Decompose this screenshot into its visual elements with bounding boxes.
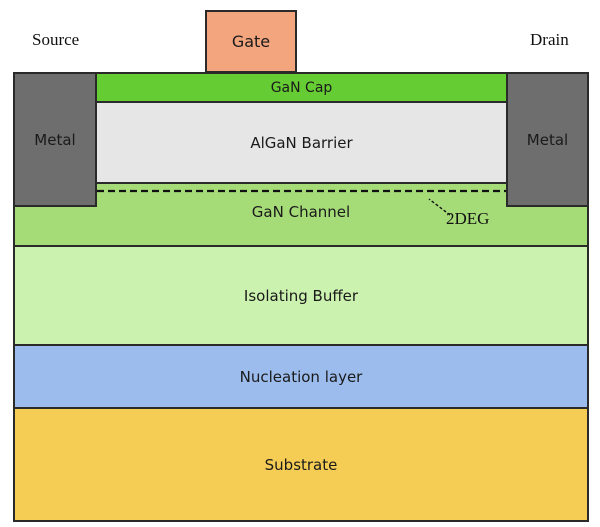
substrate-layer: Substrate (13, 407, 589, 522)
substrate-label: Substrate (264, 455, 338, 474)
gate-label: Gate (231, 32, 271, 51)
twodeg-label: 2DEG (446, 209, 490, 228)
cap-label: GaN Cap (270, 79, 333, 96)
nucleation-label: Nucleation layer (239, 367, 363, 386)
metal-contact-right: Metal (506, 72, 589, 207)
barrier-label: AlGaN Barrier (250, 133, 353, 152)
source-label: Source (32, 30, 80, 49)
drain-label: Drain (530, 30, 569, 49)
metal-left-label: Metal (34, 130, 76, 149)
metal-right-label: Metal (526, 130, 569, 149)
algan-barrier-layer: AlGaN Barrier (95, 101, 508, 184)
nucleation-layer: Nucleation layer (13, 344, 589, 409)
channel-label: GaN Channel (251, 203, 351, 221)
metal-contact-left: Metal (13, 72, 97, 207)
gate-contact: Gate (205, 10, 297, 73)
gan-cap-layer: GaN Cap (95, 72, 508, 103)
buffer-label: Isolating Buffer (243, 286, 359, 305)
isolating-buffer-layer: Isolating Buffer (13, 245, 589, 346)
